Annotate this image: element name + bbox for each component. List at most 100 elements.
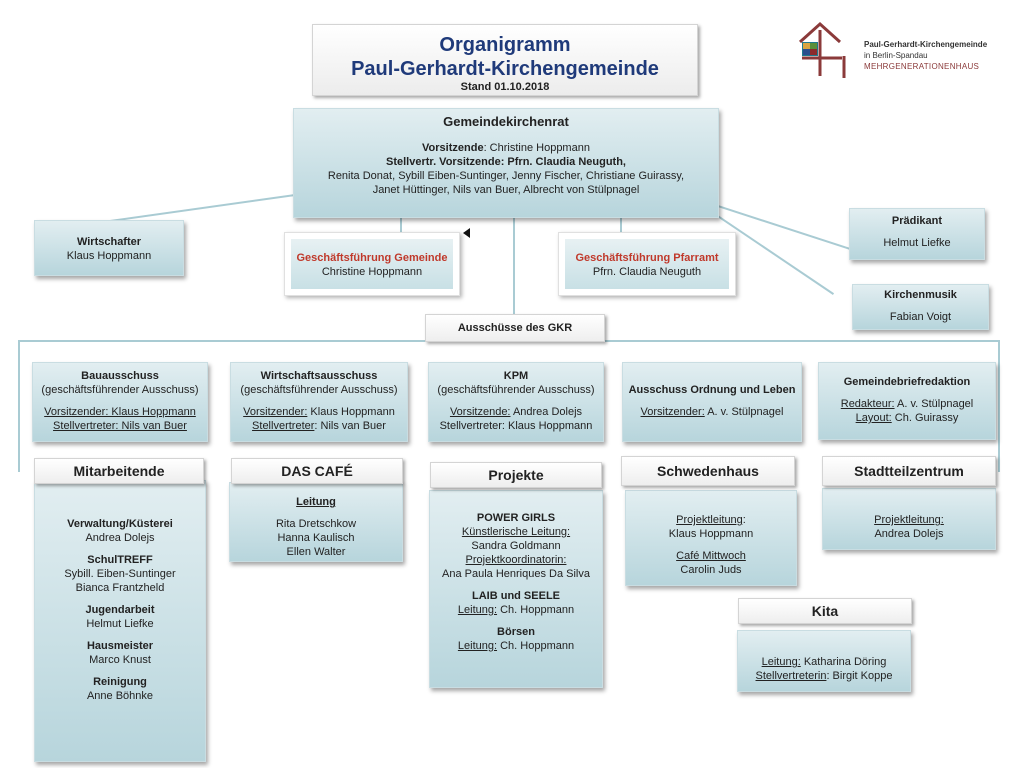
title-line1: Organigramm <box>439 34 571 56</box>
wirtschaft-chair-name: Klaus Hoppmann <box>307 406 395 418</box>
projekte-box: POWER GIRLS Künstlerische Leitung: Sandr… <box>429 490 603 688</box>
ma-g2-name2: Bianca Frantzheld <box>75 582 165 594</box>
kpm-chair: Vorsitzende: Andrea Dolejs <box>429 405 603 419</box>
bau-sub: (geschäftsführender Ausschuss) <box>41 384 199 396</box>
proj-p1-l1: Künstlerische Leitung: <box>461 526 571 538</box>
logo: Paul-Gerhardt-Kirchengemeinde in Berlin-… <box>794 20 994 80</box>
logo-line3: MEHRGENERATIONENHAUS <box>864 62 980 71</box>
title-box: Organigramm Paul-Gerhardt-Kirchengemeind… <box>312 24 698 96</box>
cafe-n3: Ellen Walter <box>286 546 346 558</box>
cafe-box: Leitung Rita Dretschkow Hanna Kaulisch E… <box>229 482 403 562</box>
connector-line <box>998 340 1000 472</box>
ma-g5-name: Anne Böhnke <box>86 690 154 702</box>
ma-g4-name: Marco Knust <box>89 654 151 666</box>
ma-g1-name: Andrea Dolejs <box>85 532 155 544</box>
bau-deputy: Stellvertreter: Nils van Buer <box>53 420 187 432</box>
ordnung-title: Ausschuss Ordnung und Leben <box>628 384 796 396</box>
schweden-n1: Klaus Hoppmann <box>668 528 754 540</box>
schwedenhaus-header-label: Schwedenhaus <box>657 463 759 479</box>
schweden-l1-label: Projektleitung <box>676 514 743 526</box>
wirtschaft-title: Wirtschaftsausschuss <box>260 370 378 382</box>
kpm-chair-name: Andrea Dolejs <box>510 406 583 418</box>
gf-gemeinde-inner: Geschäftsführung Gemeinde Christine Hopp… <box>291 239 453 289</box>
cafe-n1: Rita Dretschkow <box>275 518 357 530</box>
schwedenhaus-header: Schwedenhaus <box>621 456 795 486</box>
stadtteil-header: Stadtteilzentrum <box>822 456 996 486</box>
wirtschaft-sub: (geschäftsführender Ausschuss) <box>240 384 398 396</box>
proj-p3-title: Börsen <box>497 626 535 638</box>
kita-l2: Stellvertreterin: Birgit Koppe <box>738 669 910 683</box>
proj-p2-lead-name: Ch. Hoppmann <box>497 604 575 616</box>
gkr-chair-label: Vorsitzende <box>422 142 484 154</box>
bau-chair: Vorsitzender: Klaus Hoppmann <box>44 406 196 418</box>
proj-p2-title: LAIB und SEELE <box>472 590 560 602</box>
stadtteil-n1: Andrea Dolejs <box>874 528 944 540</box>
wirtschaft-chair-label: Vorsitzender: <box>243 406 308 418</box>
committee-bau: Bauausschuss (geschäftsführender Ausschu… <box>32 362 208 442</box>
kpm-title: KPM <box>503 370 529 382</box>
cafe-lead: Leitung <box>296 496 336 508</box>
gkr-chair: Vorsitzende: Christine Hoppmann <box>294 141 718 155</box>
kita-l1: Leitung: Katharina Döring <box>738 655 910 669</box>
praedikant-box: Prädikant Helmut Liefke <box>849 208 985 260</box>
projekte-header: Projekte <box>430 462 602 488</box>
gf-pfarramt-title: Geschäftsführung Pfarramt <box>575 252 719 264</box>
connector-line <box>620 218 622 232</box>
kirchenmusik-name: Fabian Voigt <box>889 311 952 323</box>
gkr-deputy: Stellvertr. Vorsitzende: Pfrn. Claudia N… <box>385 156 626 168</box>
house-logo-icon <box>798 21 846 78</box>
proj-p2-lead: Leitung: Ch. Hoppmann <box>430 603 602 617</box>
ordnung-chair-label: Vorsitzender: <box>640 406 705 418</box>
brief-editor-label: Redakteur: <box>840 398 895 410</box>
kita-l1-label: Leitung: <box>761 656 801 668</box>
schweden-l1: Projektleitung: <box>626 513 796 527</box>
schweden-n2: Carolin Juds <box>680 564 742 576</box>
brief-editor-name: A. v. Stülpnagel <box>894 398 974 410</box>
ma-g5-title: Reinigung <box>93 676 147 688</box>
wirtschafter-box: Wirtschafter Klaus Hoppmann <box>34 220 184 276</box>
connector-line <box>400 218 402 232</box>
ordnung-chair: Vorsitzender: A. v. Stülpnagel <box>623 405 801 419</box>
ausschuesse-title: Ausschüsse des GKR <box>457 322 573 334</box>
mitarbeitende-header-label: Mitarbeitende <box>73 463 165 479</box>
ma-g2-name1: Sybill. Eiben-Suntinger <box>64 568 176 580</box>
cafe-header: DAS CAFÉ <box>231 458 403 484</box>
gf-pfarramt-name: Pfrn. Claudia Neuguth <box>592 266 702 278</box>
wirtschaft-deputy: Stellvertreter: Nils van Buer <box>231 419 407 433</box>
ordnung-chair-name: A. v. Stülpnagel <box>704 406 784 418</box>
brief-title: Gemeindebriefredaktion <box>843 376 971 388</box>
connector-line <box>110 194 294 222</box>
ma-g4-title: Hausmeister <box>86 640 154 652</box>
committee-brief: Gemeindebriefredaktion Redakteur: A. v. … <box>818 362 996 440</box>
kita-box: Leitung: Katharina Döring Stellvertreter… <box>737 630 911 692</box>
logo-line2: in Berlin-Spandau <box>864 51 928 60</box>
schwedenhaus-box: Projektleitung: Klaus Hoppmann Café Mitt… <box>625 490 797 586</box>
mitarbeitende-box: Verwaltung/Küsterei Andrea Dolejs SchulT… <box>34 480 206 762</box>
cafe-header-label: DAS CAFÉ <box>281 463 353 479</box>
proj-p1-title: POWER GIRLS <box>476 512 556 524</box>
kpm-chair-label: Vorsitzende: <box>449 406 511 418</box>
kirchenmusik-title: Kirchenmusik <box>884 289 957 301</box>
praedikant-name: Helmut Liefke <box>883 237 951 249</box>
gf-gemeinde-title: Geschäftsführung Gemeinde <box>296 252 448 264</box>
proj-p3-lead-label: Leitung: <box>457 640 498 652</box>
kita-header: Kita <box>738 598 912 624</box>
brief-layout-label: Layout: <box>855 412 892 424</box>
wirtschaft-chair: Vorsitzender: Klaus Hoppmann <box>231 405 407 419</box>
ma-g3-name: Helmut Liefke <box>86 618 154 630</box>
gf-gemeinde-name: Christine Hoppmann <box>321 266 423 278</box>
wirtschafter-name: Klaus Hoppmann <box>66 250 152 262</box>
brief-editor: Redakteur: A. v. Stülpnagel <box>819 397 995 411</box>
gf-pfarramt-box: Geschäftsführung Pfarramt Pfrn. Claudia … <box>558 232 736 296</box>
schweden-l2: Café Mittwoch <box>676 550 746 562</box>
wirtschafter-title: Wirtschafter <box>76 236 142 248</box>
title-line2: Paul-Gerhardt-Kirchengemeinde <box>351 58 659 80</box>
committee-wirtschaft: Wirtschaftsausschuss (geschäftsführender… <box>230 362 408 442</box>
arrow-left-icon <box>463 228 470 238</box>
kita-l1-name: Katharina Döring <box>800 656 887 668</box>
kpm-sub: (geschäftsführender Ausschuss) <box>437 384 595 396</box>
proj-p1-l2: Projektkoordinatorin: <box>465 554 567 566</box>
connector-line <box>18 340 20 472</box>
logo-line1: Paul-Gerhardt-Kirchengemeinde <box>864 40 988 49</box>
bau-title: Bauausschuss <box>81 370 159 382</box>
